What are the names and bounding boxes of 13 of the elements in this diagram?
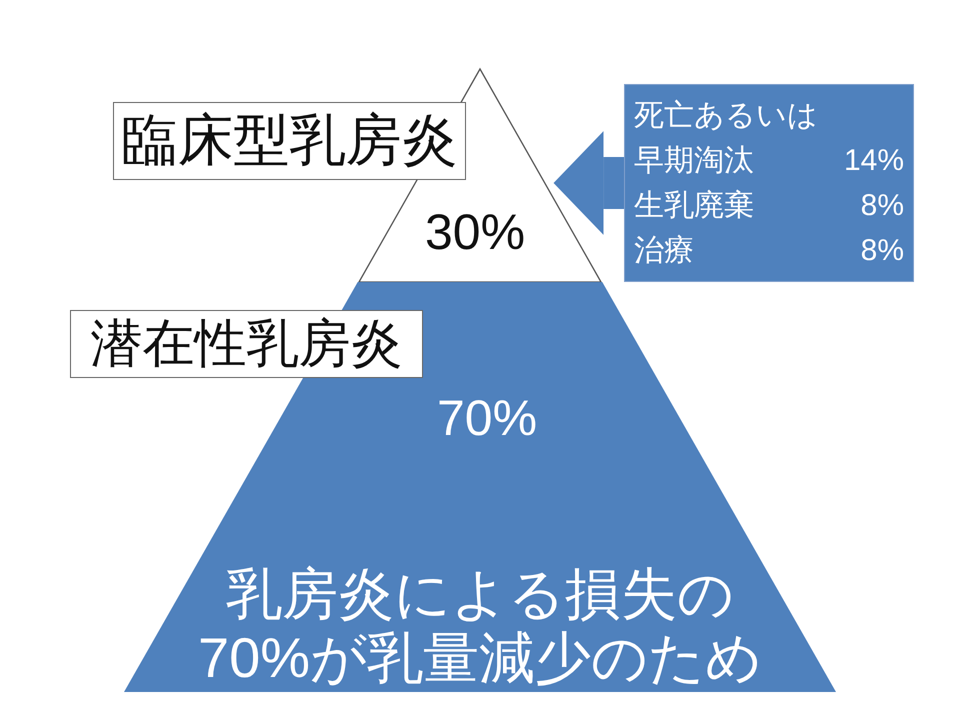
percentage-value: 8% [860, 188, 904, 224]
percentage-value: 8% [860, 233, 904, 269]
loss-cause-text: 死亡あるいは早期淘汰 [634, 98, 819, 179]
callout-arrow [554, 131, 624, 235]
loss-cause-text: 生乳廃棄 [634, 188, 754, 224]
category-label: 臨床型乳房炎 [113, 102, 466, 180]
category-label: 潜在性乳房炎 [70, 310, 423, 378]
percentage-value: 14% [844, 143, 904, 179]
percentage-label: 70% [436, 389, 538, 448]
callout-panel [624, 84, 914, 282]
note-text: 乳房炎による損失の70%が乳量減少のため [196, 562, 764, 690]
percentage-label: 30% [424, 203, 526, 262]
loss-cause-text: 治療 [634, 233, 694, 269]
